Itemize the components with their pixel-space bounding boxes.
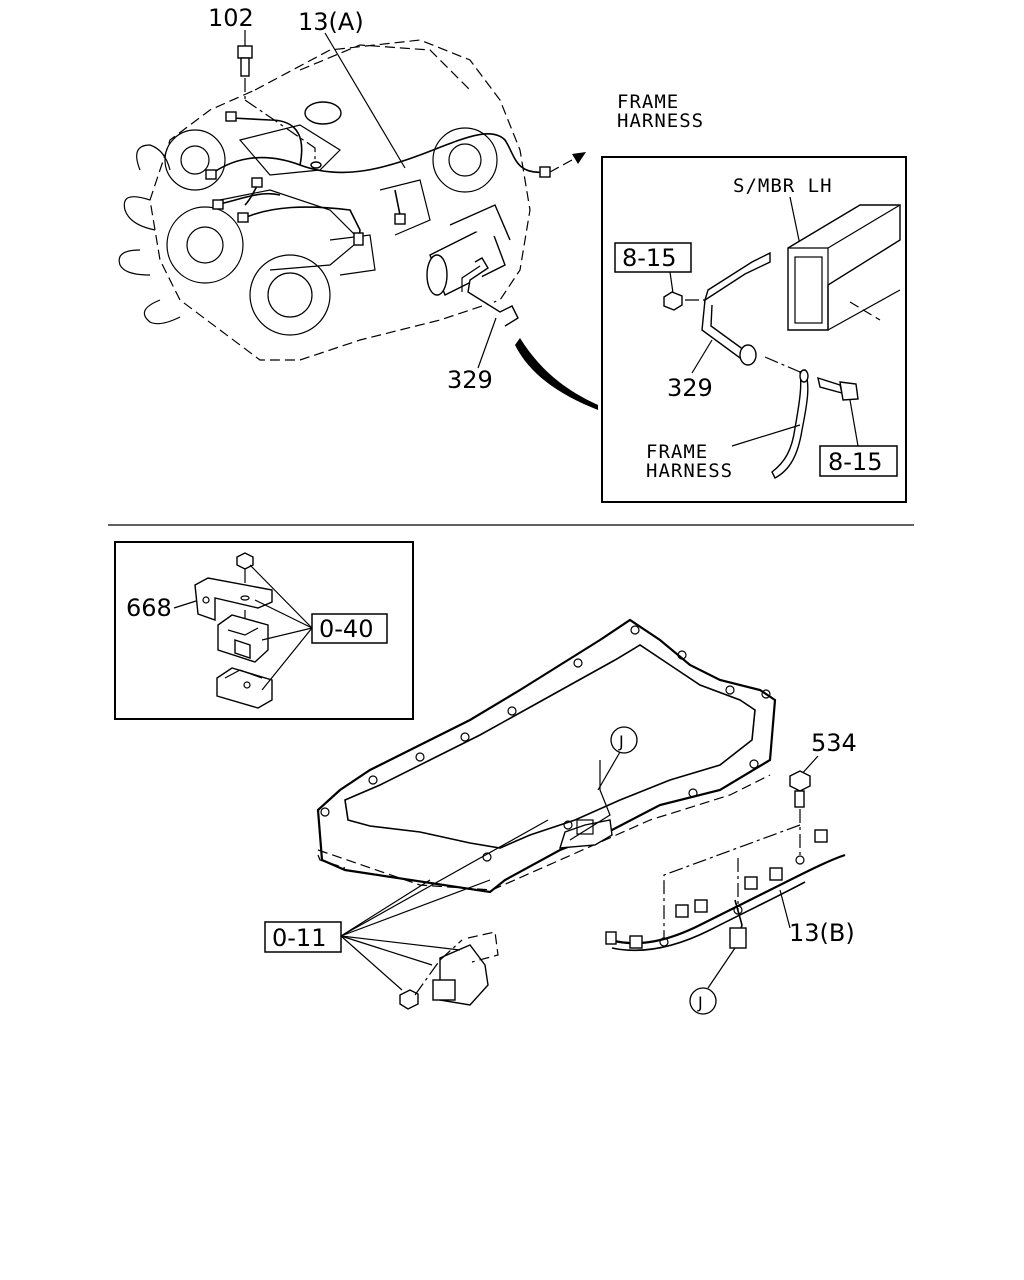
ref-8-15-lower: 8-15 [828, 448, 882, 476]
detail-frame-harness-1: FRAME [646, 441, 708, 463]
ref-0-11: 0-11 [272, 924, 326, 952]
ref-box-0-40 [311, 613, 388, 644]
ref-box-8-15-lower [819, 445, 898, 477]
ref-8-15-upper: 8-15 [622, 244, 676, 272]
detail-frame-harness-2: HARNESS [646, 460, 733, 482]
mount-base-icon [216, 667, 273, 709]
callout-13b: 13(B) [789, 919, 855, 947]
bracket-329-engine [461, 257, 519, 327]
callout-668: 668 [126, 594, 172, 622]
bolt-102-icon [237, 45, 322, 169]
leader-329-top [477, 317, 497, 369]
ref-box-0-11 [264, 921, 342, 953]
ref-group-0-11: 0-11 [264, 819, 549, 991]
bolt-534-icon [789, 770, 811, 792]
marker-j-top: J [597, 726, 638, 791]
frame-harness-label-2: HARNESS [617, 110, 704, 132]
marker-j-top-text: J [618, 732, 624, 751]
smbr-label: S/MBR LH [733, 175, 833, 197]
bracket-668-icon [194, 577, 273, 621]
oil-pan-frame [316, 618, 777, 1010]
detail-arrow [515, 338, 598, 410]
frame-harness-arrow: FRAME HARNESS [549, 91, 704, 173]
mount-inset-box: 668 0-40 [114, 541, 414, 720]
callout-329-detail: 329 [667, 374, 713, 402]
marker-j-bottom-text: J [697, 993, 703, 1012]
leader-smbr [789, 196, 801, 246]
mount-nut-icon [236, 552, 254, 570]
bolt-534-group: 534 [663, 729, 857, 940]
mount-rubber-icon [217, 614, 269, 663]
side-member-icon [787, 204, 901, 331]
engine-illustration [118, 39, 531, 361]
nut-icon [663, 291, 683, 311]
callout-13a: 13(A) [298, 8, 364, 36]
callout-102: 102 [208, 4, 254, 32]
sensor-bolt-icon [399, 989, 419, 1010]
callout-534: 534 [811, 729, 857, 757]
marker-j-bottom: J [689, 947, 736, 1015]
detail-frame-box: S/MBR LH 8-15 329 FRAME HARNESS [601, 156, 907, 503]
leader-13a [324, 32, 406, 169]
frame-harness-label-1: FRAME [617, 91, 679, 113]
ref-box-8-15-upper [614, 242, 692, 273]
harness-13a [205, 111, 551, 246]
ref-0-40: 0-40 [319, 615, 373, 643]
bolt-8-15-icon [817, 376, 843, 394]
harness-13b: 13(B) [605, 829, 855, 952]
callout-329-top: 329 [447, 366, 493, 394]
